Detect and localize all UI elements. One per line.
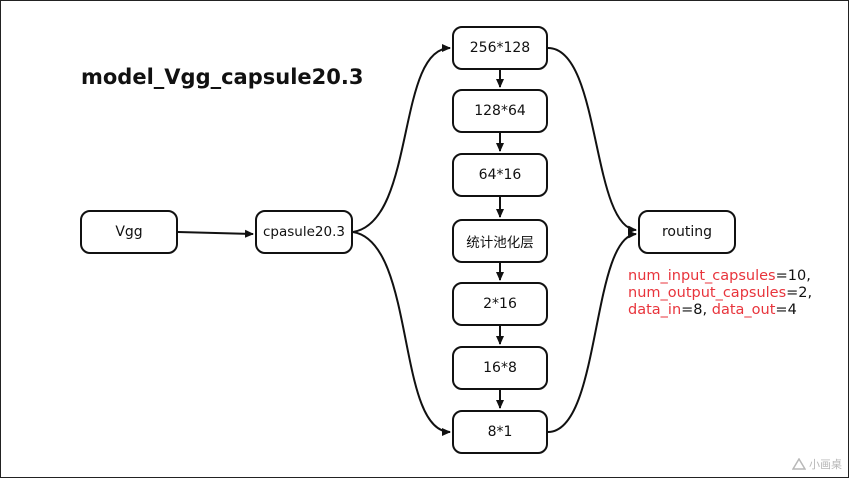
edge-capsule-to-bottom [352,231,451,436]
param-value: 4 [787,302,797,318]
edge-bottom-to-routing [547,230,637,433]
routing-params: num_input_capsules=10, num_output_capsul… [628,268,812,319]
node-routing: routing [638,210,736,254]
node-layer-3: 64*16 [452,153,548,197]
param-sep: = [681,302,694,318]
param-sep: = [775,302,788,318]
param-value: 8, [693,302,708,318]
param-line: num_output_capsules=2, [628,285,812,302]
node-vgg: Vgg [80,210,178,254]
node-layer-2: 128*64 [452,89,548,133]
param-value: 2, [798,285,813,301]
param-value: 10, [787,268,811,284]
watermark: 小画桌 [792,456,842,472]
edge-capsule-to-top [352,44,451,233]
param-line: data_in=8, data_out=4 [628,302,812,319]
param-key: num_input_capsules [628,268,776,284]
edge-vgg-to-capsule [177,229,254,238]
param-sep: = [775,268,788,284]
param-key: data_out [711,302,776,318]
triangle-logo-icon [792,458,806,470]
node-layer-7: 8*1 [452,410,548,454]
param-key: data_in [628,302,682,318]
edge-top-to-routing [547,47,637,234]
node-stat-pooling: 统计池化层 [452,219,548,263]
param-sep: = [786,285,799,301]
param-line: num_input_capsules=10, [628,268,812,285]
node-layer-6: 16*8 [452,346,548,390]
watermark-text: 小画桌 [809,458,842,471]
node-layer-5: 2*16 [452,282,548,326]
node-capsule: cpasule20.3 [255,210,353,254]
diagram-title: model_Vgg_capsule20.3 [81,65,364,89]
param-key: num_output_capsules [628,285,787,301]
node-layer-1: 256*128 [452,26,548,70]
